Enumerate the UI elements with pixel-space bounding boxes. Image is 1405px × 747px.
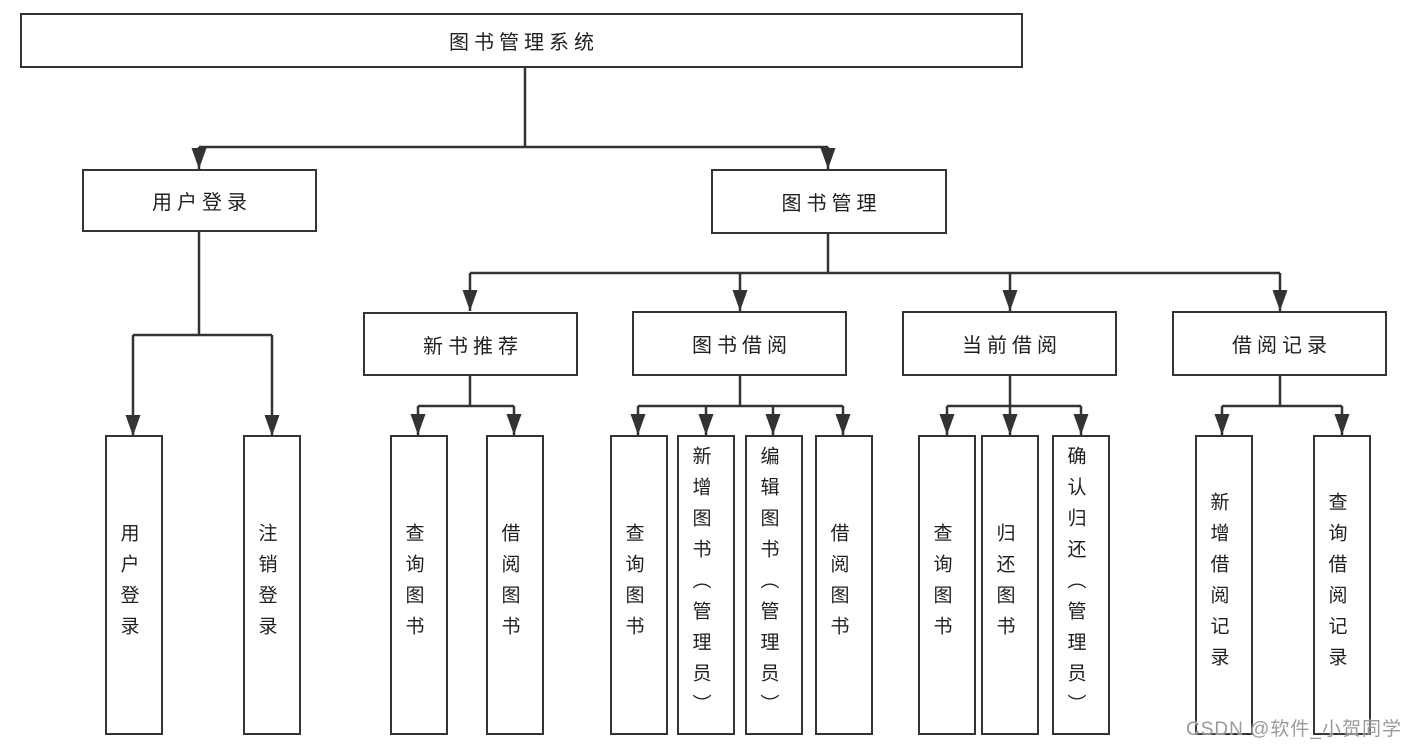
node-book-borrow: 图书借阅 (632, 311, 847, 376)
leaf-logout-label: 注销登录 (255, 523, 277, 647)
node-borrow-records-label: 借阅记录 (1232, 335, 1332, 357)
leaf-confirm-return-admin: 确认归还（管理员） (1052, 435, 1110, 735)
leaf-current-query-books: 查询图书 (918, 435, 976, 735)
leaf-return-books: 归还图书 (981, 435, 1039, 735)
leaf-add-books-admin: 新增图书（管理员） (677, 435, 735, 735)
leaf-borrow-query-books-label: 查询图书 (622, 523, 644, 647)
leaf-user-login-label: 用户登录 (117, 523, 139, 647)
node-new-book-recommend-label: 新书推荐 (423, 335, 523, 358)
leaf-query-borrow-record-label: 查询借阅记录 (1325, 492, 1347, 678)
leaf-logout: 注销登录 (243, 435, 301, 735)
leaf-recommend-borrow-books: 借阅图书 (486, 435, 544, 735)
leaf-borrow-books: 借阅图书 (815, 435, 873, 735)
node-root-label: 图书管理系统 (449, 32, 599, 54)
node-book-borrow-label: 图书借阅 (692, 335, 792, 357)
leaf-borrow-query-books: 查询图书 (610, 435, 668, 735)
leaf-recommend-borrow-books-label: 借阅图书 (498, 523, 520, 647)
node-root: 图书管理系统 (20, 13, 1023, 68)
node-user-login: 用户登录 (82, 169, 317, 232)
leaf-edit-books-admin-label: 编辑图书（管理员） (757, 445, 779, 725)
node-new-book-recommend: 新书推荐 (363, 312, 578, 376)
leaf-query-borrow-record: 查询借阅记录 (1313, 435, 1371, 735)
node-book-management: 图书管理 (711, 169, 947, 234)
leaf-confirm-return-admin-label: 确认归还（管理员） (1064, 445, 1086, 725)
leaf-return-books-label: 归还图书 (993, 523, 1015, 647)
watermark: CSDN @软件_小贺同学 (1186, 719, 1402, 740)
node-current-borrow: 当前借阅 (902, 311, 1117, 376)
leaf-user-login: 用户登录 (105, 435, 163, 735)
leaf-borrow-books-label: 借阅图书 (827, 523, 849, 647)
leaf-add-borrow-record: 新增借阅记录 (1195, 435, 1253, 735)
leaf-recommend-query-books-label: 查询图书 (402, 523, 424, 647)
node-borrow-records: 借阅记录 (1172, 311, 1387, 376)
leaf-edit-books-admin: 编辑图书（管理员） (745, 435, 803, 735)
leaf-recommend-query-books: 查询图书 (390, 435, 448, 735)
node-user-login-label: 用户登录 (152, 192, 252, 214)
leaf-current-query-books-label: 查询图书 (930, 523, 952, 647)
leaf-add-books-admin-label: 新增图书（管理员） (689, 445, 711, 725)
node-current-borrow-label: 当前借阅 (962, 335, 1062, 357)
leaf-add-borrow-record-label: 新增借阅记录 (1207, 492, 1229, 678)
node-book-management-label: 图书管理 (781, 193, 882, 215)
